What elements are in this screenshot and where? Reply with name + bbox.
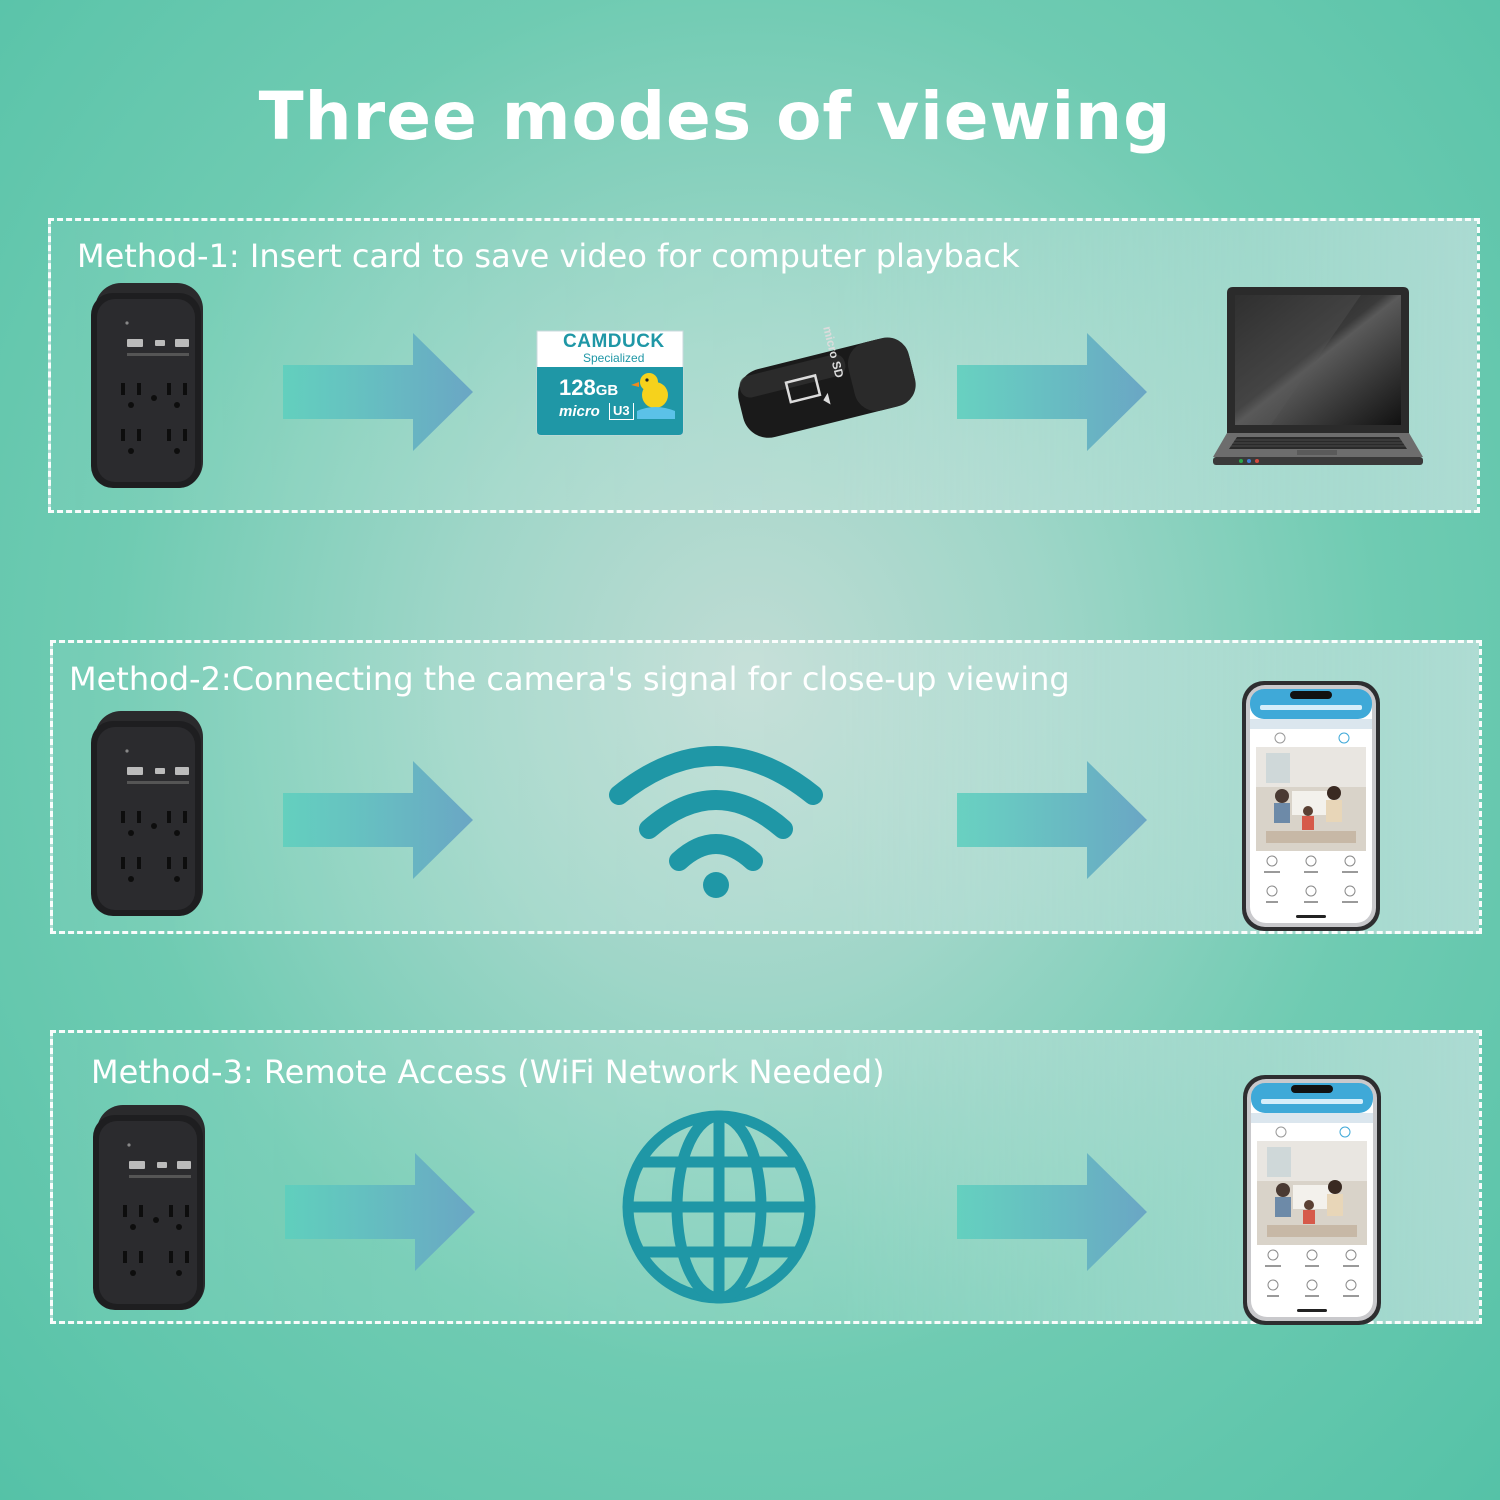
- method-3-title: Method-3: Remote Access (WiFi Network Ne…: [91, 1053, 885, 1091]
- power-strip-camera-icon: [91, 711, 203, 916]
- card-brand: CAMDUCK: [563, 331, 665, 352]
- arrow-right-icon: [283, 333, 473, 451]
- card-class: U3: [609, 403, 634, 420]
- smartphone-app-icon: [1242, 681, 1380, 931]
- method-1-panel: Method-1: Insert card to save video for …: [48, 218, 1480, 513]
- card-unit: GB: [595, 382, 619, 399]
- method-1-title: Method-1: Insert card to save video for …: [77, 237, 1020, 275]
- arrow-right-icon: [285, 1153, 475, 1271]
- microsd-card-icon: CAMDUCK Specialized 128GB micro U3: [533, 327, 687, 439]
- method-3-panel: Method-3: Remote Access (WiFi Network Ne…: [50, 1030, 1482, 1325]
- laptop-icon: [1213, 287, 1423, 465]
- method-2-panel: Method-2:Connecting the camera's signal …: [50, 640, 1482, 934]
- page-title: Three modes of viewing: [258, 78, 1172, 155]
- card-logo: micro: [559, 403, 600, 420]
- card-reader-icon: micro SD: [731, 317, 921, 447]
- card-sub: Specialized: [583, 351, 645, 365]
- arrow-right-icon: [957, 1153, 1147, 1271]
- card-capacity: 128: [559, 375, 596, 400]
- arrow-right-icon: [283, 761, 473, 879]
- arrow-right-icon: [957, 333, 1147, 451]
- power-strip-camera-icon: [91, 283, 203, 488]
- method-2-title: Method-2:Connecting the camera's signal …: [69, 660, 1070, 698]
- globe-icon: [622, 1110, 816, 1304]
- smartphone-app-icon: [1243, 1075, 1381, 1325]
- power-strip-camera-icon: [93, 1105, 205, 1310]
- wifi-icon: [609, 746, 823, 898]
- arrow-right-icon: [957, 761, 1147, 879]
